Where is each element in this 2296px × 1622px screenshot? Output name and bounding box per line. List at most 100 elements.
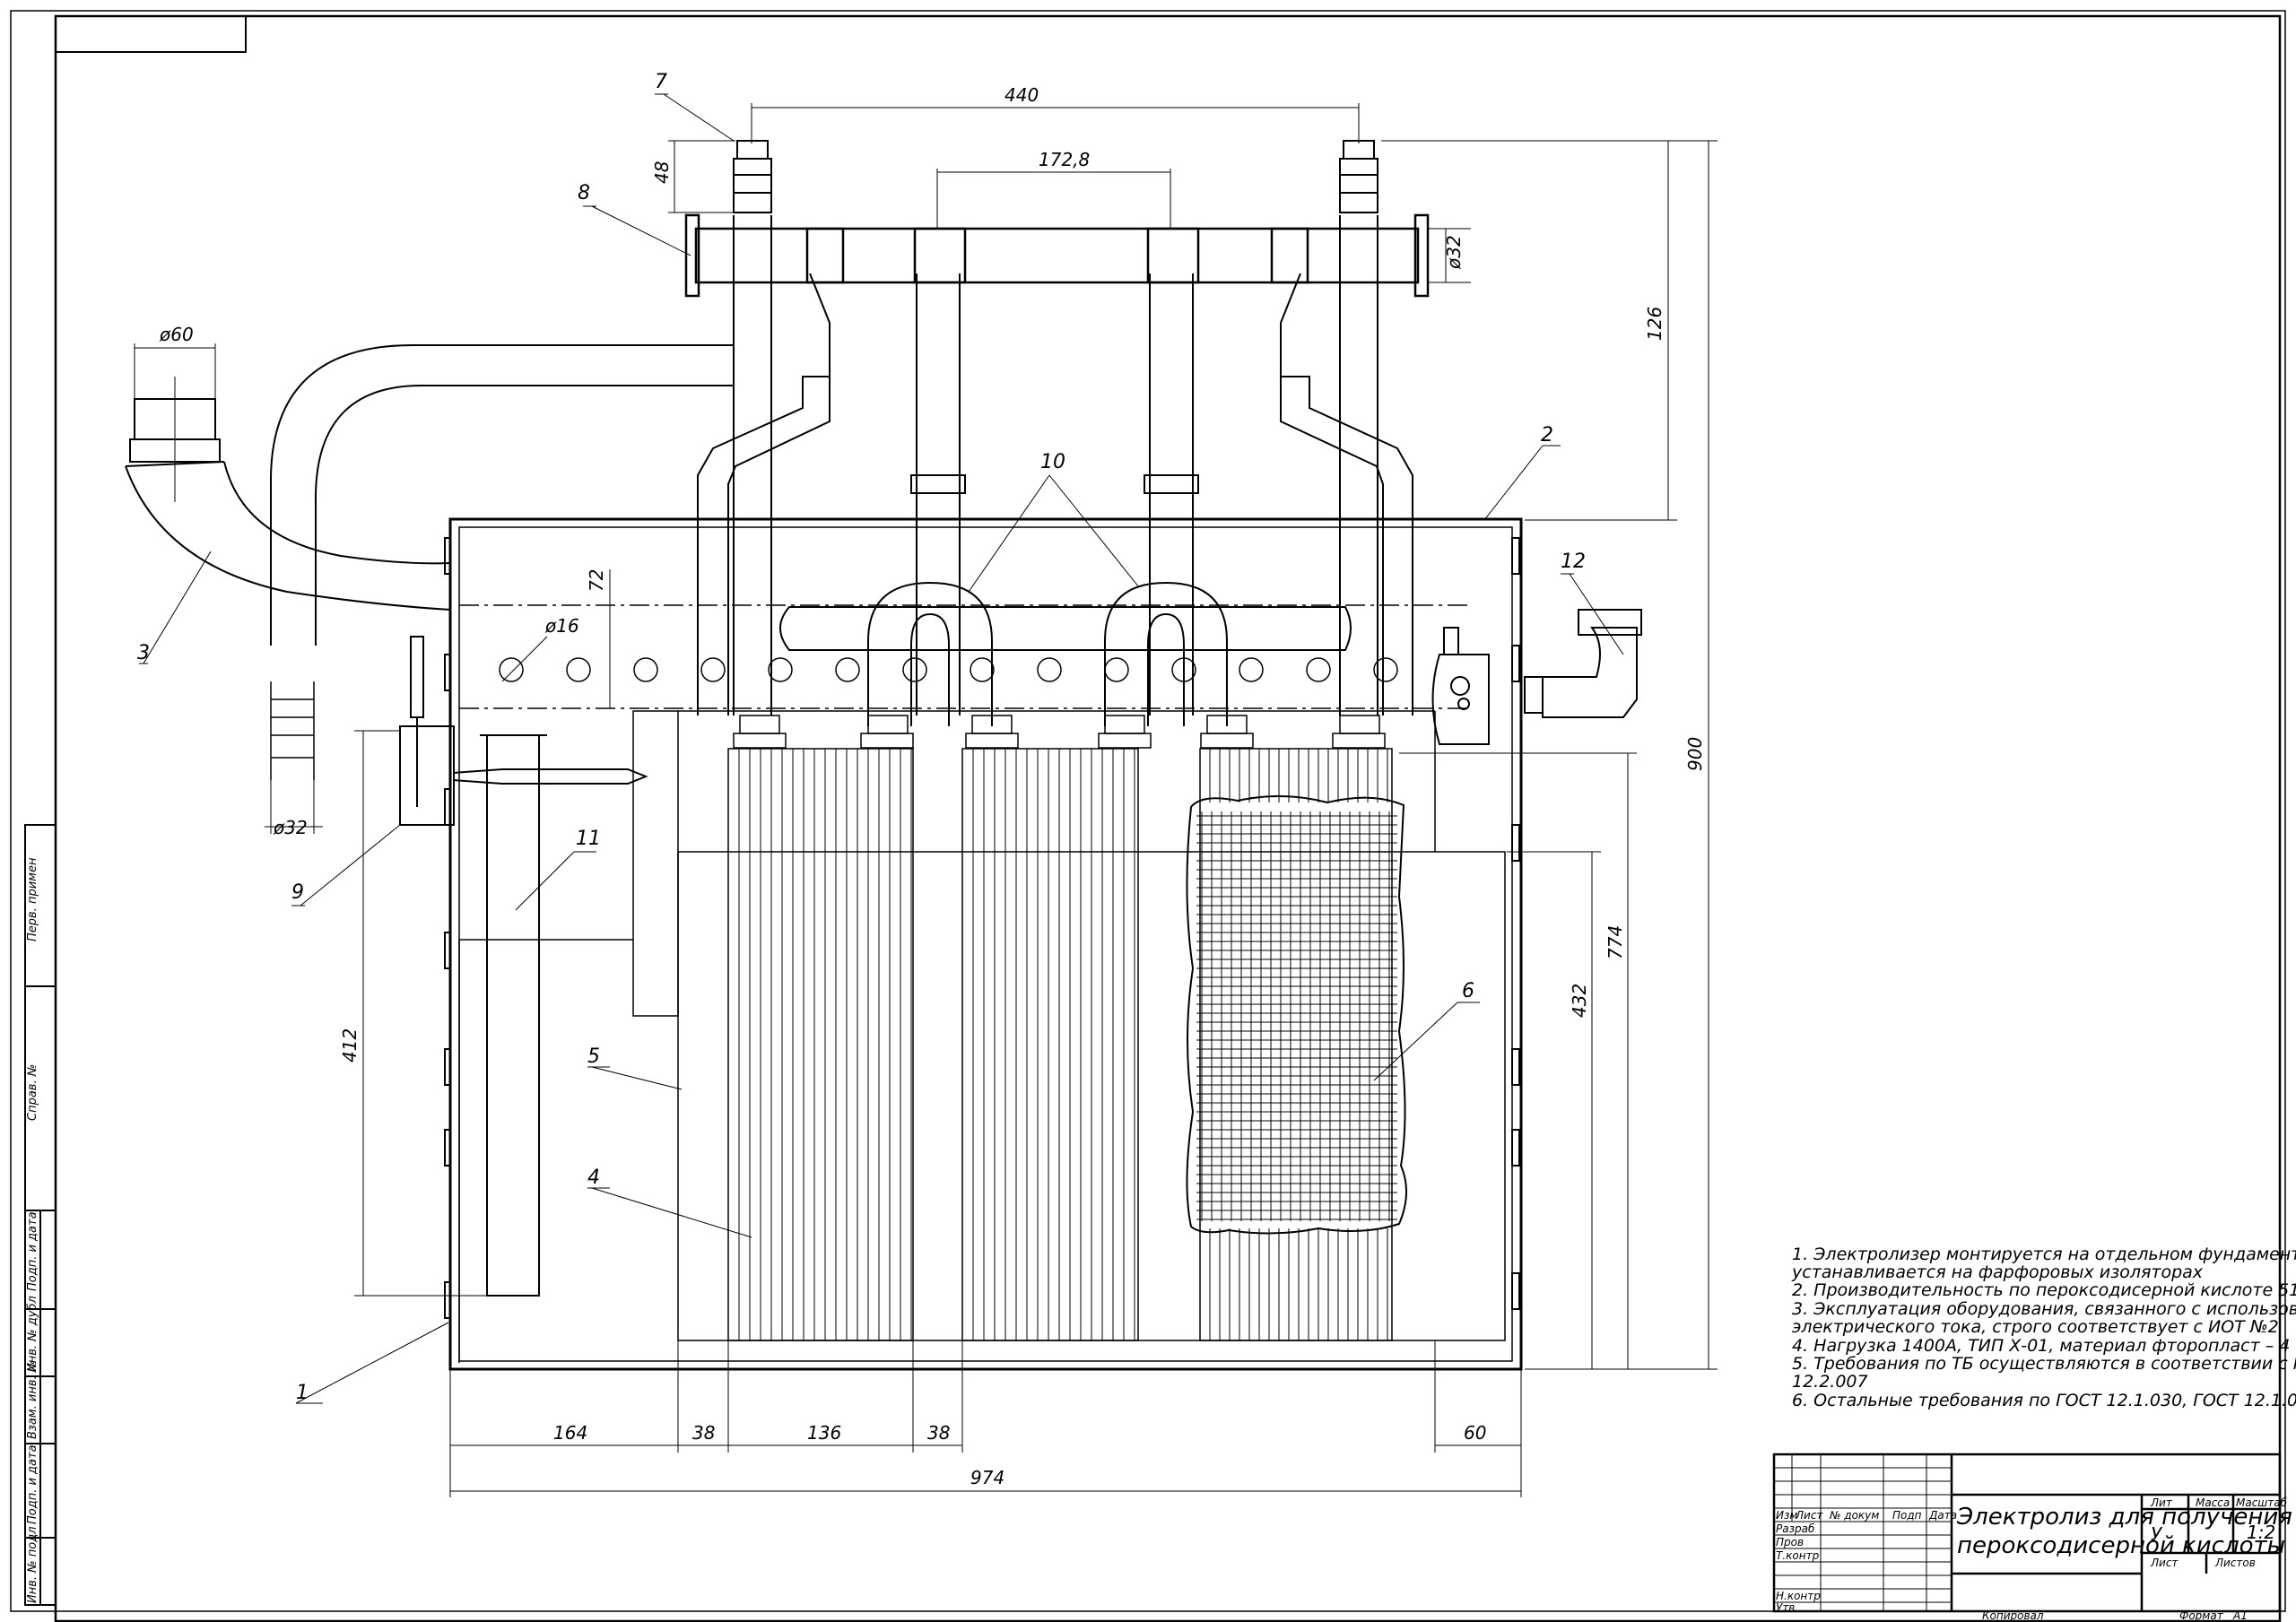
leader-5: 5 — [587, 1045, 600, 1068]
drawing-title-line-2: пероксодисерной кислоты — [1957, 1532, 2285, 1559]
tb-masshtab: Масштаб — [2236, 1496, 2288, 1509]
dim-440: 440 — [1004, 84, 1039, 106]
tb-massa: Масса — [2196, 1496, 2230, 1509]
dim-900: 900 — [1684, 737, 1706, 771]
tb-tkontr: Т.контр — [1776, 1549, 1820, 1562]
leader-lines — [139, 93, 1624, 1404]
leader-8: 8 — [578, 182, 590, 204]
drawing-title-line-1: Электролиз для получения — [1956, 1504, 2292, 1531]
electrode-nipples — [733, 715, 1386, 749]
leader-9: 9 — [291, 881, 304, 904]
vertical-risers — [697, 215, 1413, 716]
leader-1: 1 — [296, 1382, 309, 1404]
sheet-border — [10, 10, 2286, 1612]
dim-172-8: 172,8 — [1039, 149, 1090, 170]
side-ref-no: Справ. № — [26, 1064, 39, 1121]
lower-nozzle — [270, 681, 315, 780]
u-bend-right — [1104, 581, 1228, 726]
dim-60: 60 — [1464, 1422, 1486, 1444]
tb-data: Дата — [1928, 1509, 1957, 1522]
dimension-labels: 440 172,8 48 ø32 ø60 126 72 ø16 ø32 900 … — [159, 84, 1706, 1488]
side-sign-date-1: Подп. и дата — [26, 1211, 39, 1291]
note-line-3: 2. Производительность по пероксодисерной… — [1792, 1280, 2296, 1300]
corner-stamp — [55, 15, 247, 53]
u-bend-left — [867, 581, 993, 726]
top-manifold — [684, 213, 1430, 298]
note-line-8: 12.2.007 — [1792, 1372, 1868, 1392]
tb-format-value: А1 — [2232, 1609, 2248, 1622]
side-stamp-text: Перв. примен Справ. № Подп. и дата Инв. … — [26, 857, 39, 1603]
note-line-2: устанавливается на фарфоровых изоляторах — [1791, 1262, 2204, 1282]
tb-izm: Изм — [1776, 1509, 1797, 1522]
side-stamp-frame — [24, 824, 57, 1606]
leader-2: 2 — [1541, 424, 1553, 447]
electrode-pack-1 — [727, 748, 914, 1341]
leader-3: 3 — [137, 642, 150, 664]
dimension-lines — [134, 103, 1718, 1497]
outlet-pipe — [125, 344, 734, 646]
tb-sheet: Лист — [2150, 1557, 2179, 1569]
grid-lines — [1196, 811, 1397, 1221]
dim-774: 774 — [1605, 925, 1626, 959]
part-11-bar — [480, 734, 547, 1297]
note-line-9: 6. Остальные требования по ГОСТ 12.1.030… — [1792, 1391, 2296, 1410]
technical-notes: 1. Электролизер монтируется на отдельном… — [1791, 1245, 2296, 1410]
top-fittings — [733, 140, 1378, 213]
dim-412: 412 — [339, 1028, 361, 1063]
dim-d16: ø16 — [544, 615, 579, 637]
tb-lit: Лит — [2150, 1496, 2173, 1509]
side-first-use: Перв. примен — [26, 857, 39, 941]
electrode-pack-lines — [738, 749, 1388, 1340]
dim-48: 48 — [651, 161, 673, 184]
leader-labels: 1 2 3 4 5 6 7 8 9 10 11 12 — [137, 71, 1586, 1404]
dim-d32-top: ø32 — [1443, 235, 1465, 270]
side-dup-inv: Инв. № дубл — [26, 1296, 39, 1372]
leader-12: 12 — [1561, 551, 1586, 573]
note-line-6: 4. Нагрузка 1400А, ТИП Х-01, материал фт… — [1792, 1336, 2290, 1356]
tb-utv: Утв — [1776, 1601, 1795, 1614]
title-block-text: Электролиз для получения пероксодисерной… — [1776, 1496, 2292, 1622]
dim-d32-side: ø32 — [273, 817, 308, 838]
tb-nkontr: Н.контр — [1776, 1590, 1821, 1602]
side-repl-inv: Взам. инв. № — [26, 1360, 39, 1439]
tb-format: Формат — [2179, 1609, 2224, 1622]
note-line-1: 1. Электролизер монтируется на отдельном… — [1792, 1245, 2296, 1264]
inner-frame — [54, 14, 2282, 1622]
side-orig-inv: Инв. № подл — [26, 1526, 39, 1603]
note-line-7: 5. Требования по ТБ осуществляются в соо… — [1792, 1354, 2296, 1374]
tb-razrab: Разраб — [1776, 1522, 1815, 1535]
tb-doc: № докум — [1829, 1509, 1879, 1522]
leader-11: 11 — [576, 828, 601, 850]
tb-prov: Пров — [1776, 1536, 1804, 1548]
bus-plate — [459, 604, 1471, 709]
inner-manifold — [779, 606, 1352, 651]
tb-scale-value: 1:2 — [2247, 1522, 2275, 1543]
dim-126: 126 — [1644, 307, 1665, 341]
tb-sheets: Листов — [2214, 1557, 2256, 1569]
dim-38-b: 38 — [927, 1422, 950, 1444]
tb-list: Лист — [1795, 1509, 1823, 1522]
side-sign-date-2: Подп. и дата — [26, 1444, 39, 1524]
note-line-4: 3. Эксплуатация оборудования, связанного… — [1792, 1299, 2296, 1319]
note-line-5: электрического тока, строго соответствуе… — [1792, 1317, 2279, 1337]
dim-38-a: 38 — [692, 1422, 715, 1444]
electrode-pack-2 — [961, 748, 1139, 1341]
tank-body — [448, 517, 1523, 1371]
dim-d60: ø60 — [159, 324, 194, 345]
dim-136: 136 — [807, 1422, 841, 1444]
dim-72: 72 — [586, 569, 607, 592]
dim-432: 432 — [1569, 984, 1590, 1018]
tb-podp: Подп — [1892, 1509, 1922, 1522]
leader-4: 4 — [587, 1167, 600, 1189]
right-fitting — [1431, 609, 1642, 745]
tb-kopiroval: Копировал — [1982, 1609, 2044, 1622]
grid-cutaway — [1186, 794, 1408, 1235]
title-block-grid — [1774, 1454, 2280, 1612]
dim-974: 974 — [970, 1467, 1004, 1488]
leader-7: 7 — [655, 71, 667, 93]
dim-164: 164 — [553, 1422, 587, 1444]
leader-10: 10 — [1040, 451, 1065, 473]
leader-6: 6 — [1462, 980, 1474, 1002]
sensor — [399, 636, 648, 826]
